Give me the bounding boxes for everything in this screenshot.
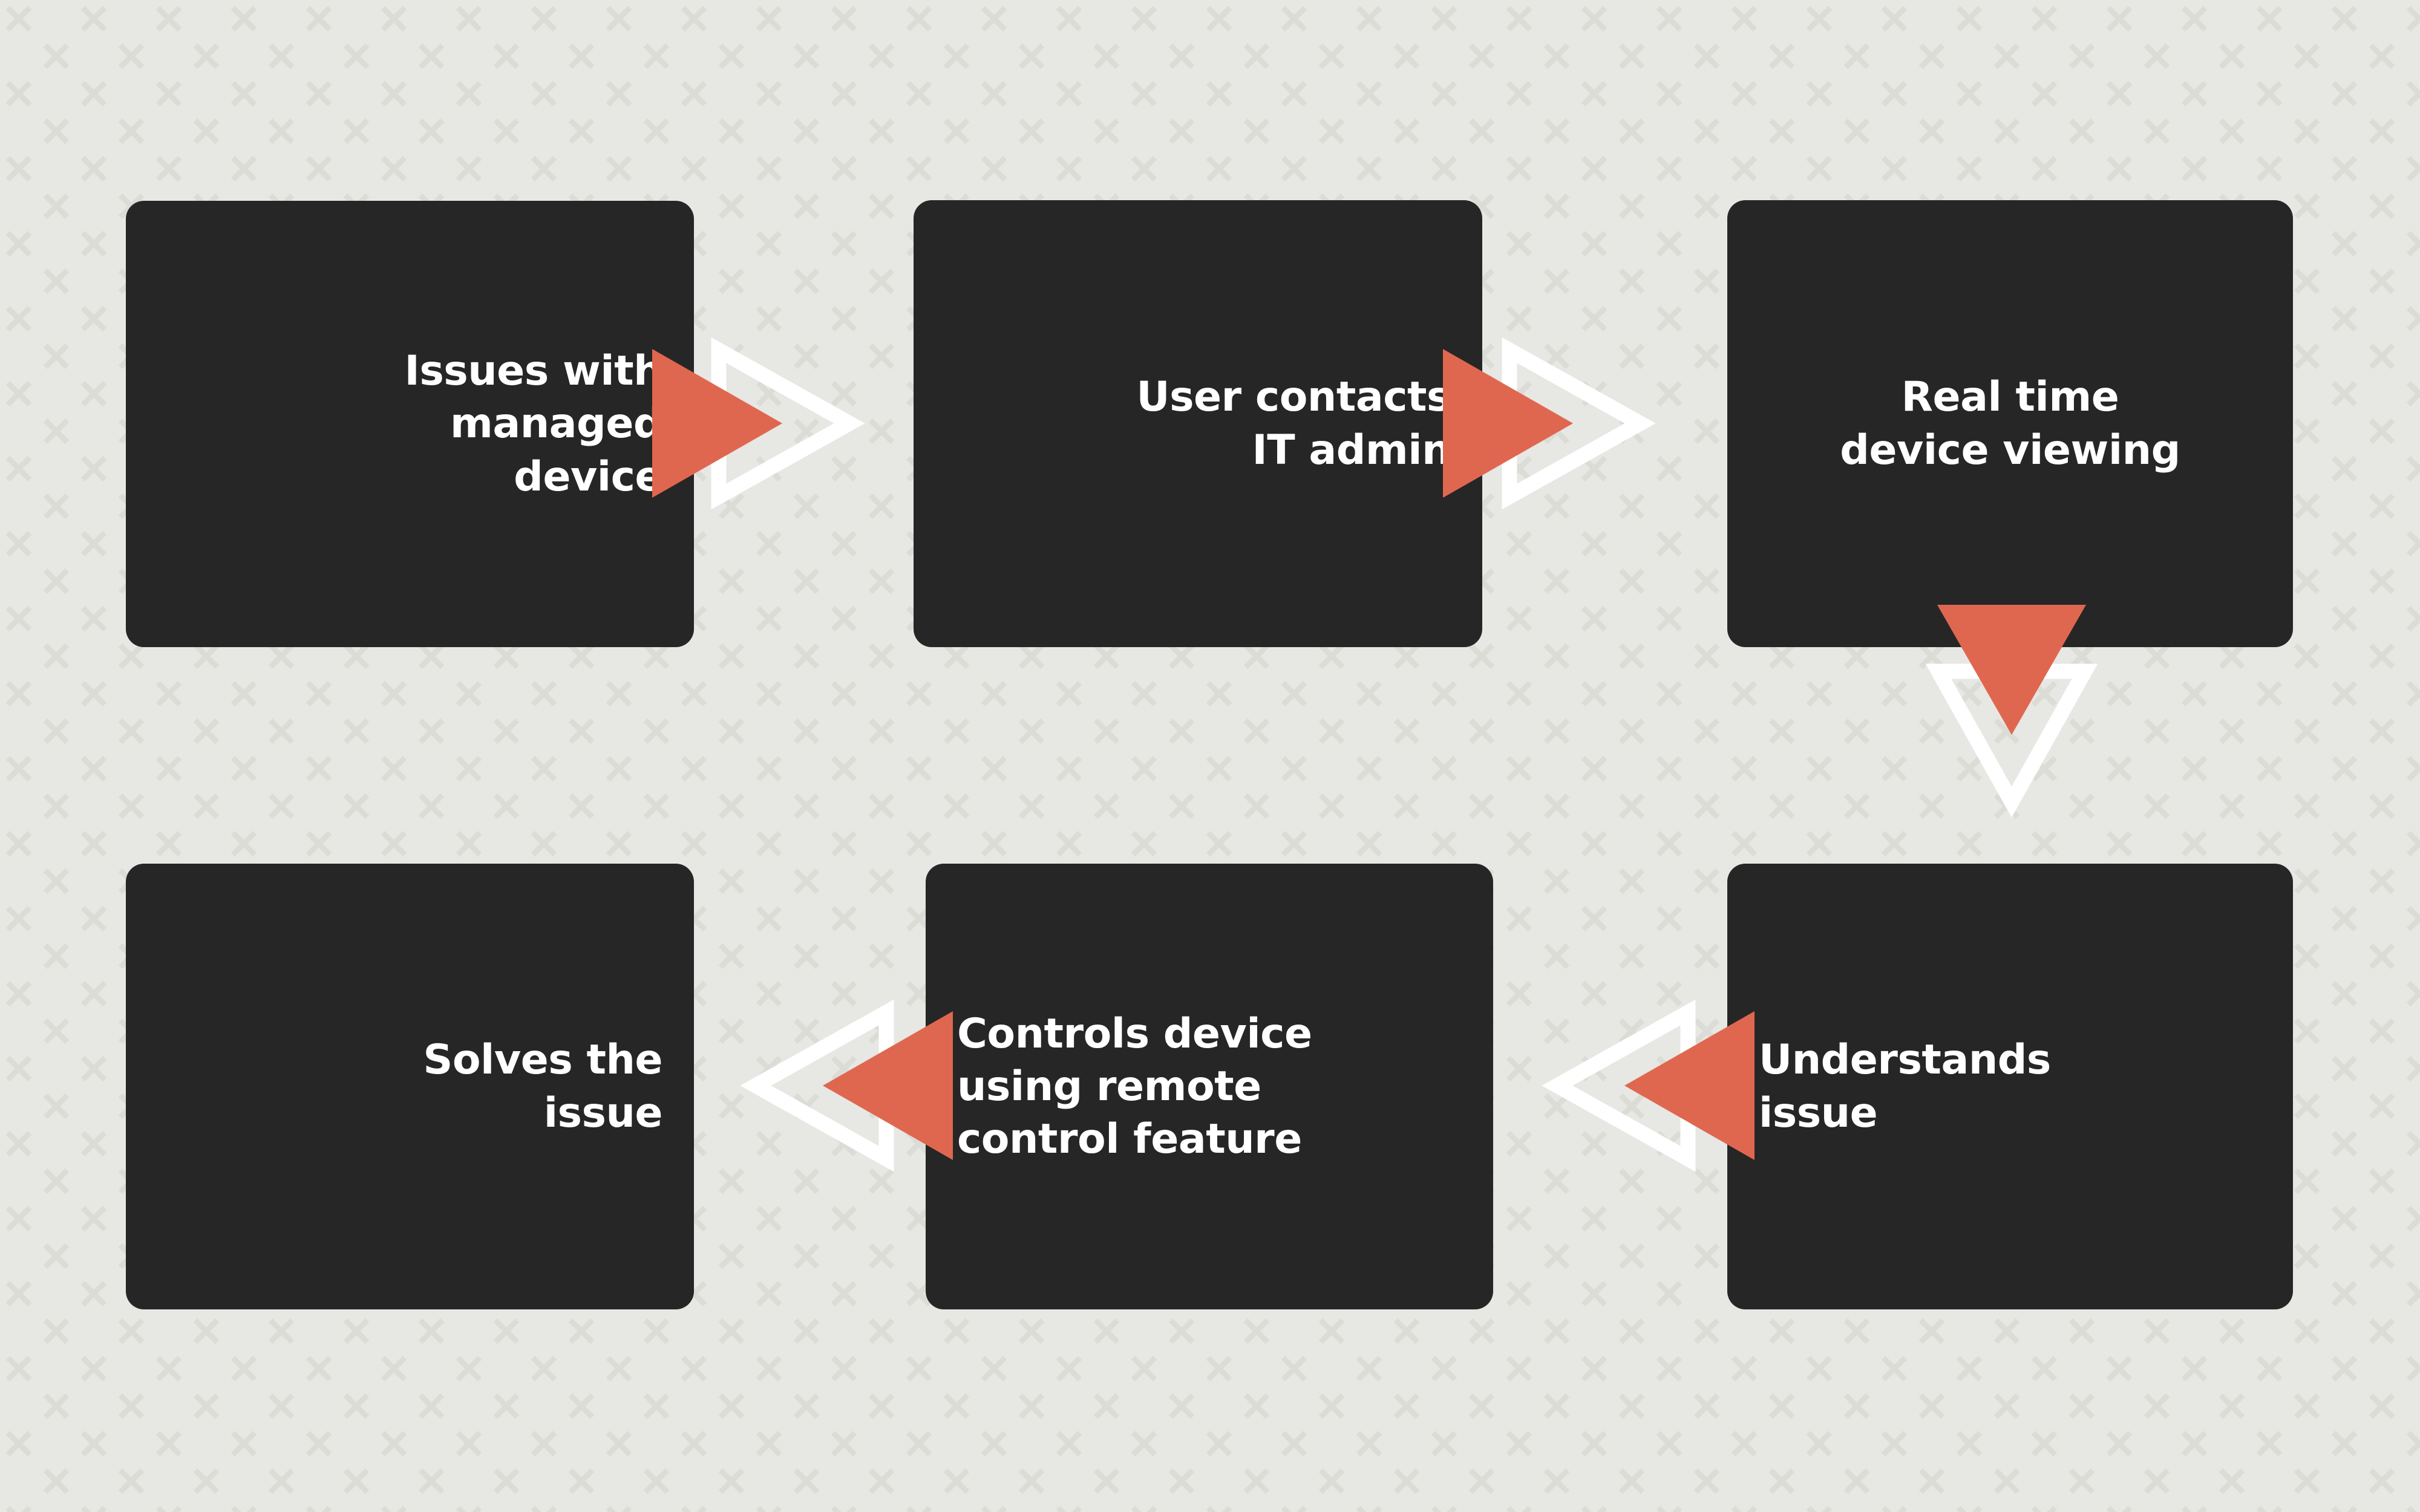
connector-arrow-left-2 [740,999,953,1172]
arrow-down-icon [1925,663,2098,818]
flow-node-controls-device-using-remote-control-feature[interactable]: Controls device using remote control fea… [926,864,1493,1309]
arrow-right-icon [1502,337,1656,510]
flow-node-solves-the-issue[interactable]: Solves the issue [126,864,694,1309]
flow-node-issues-with-managed-device[interactable]: Issues with managed device [126,201,694,647]
flow-node-label: Solves the issue [423,1036,662,1137]
flow-node-label: Real time device viewing [1840,373,2180,474]
connector-arrow-left-1 [1542,999,1754,1172]
flow-node-understands-issue[interactable]: Understands issue [1727,864,2293,1309]
flow-node-label: Controls device using remote control fea… [957,1009,1312,1164]
arrow-right-icon [711,337,865,510]
flow-node-label: User contacts IT admin [1136,373,1451,474]
flow-node-label: Issues with managed device [404,347,663,501]
flow-node-real-time-device-viewing[interactable]: Real time device viewing [1727,200,2293,647]
flow-node-label: Understands issue [1759,1036,2051,1137]
arrow-left-icon [1542,999,1696,1172]
arrow-left-icon [740,999,894,1172]
flow-node-user-contacts-it-admin[interactable]: User contacts IT admin [914,200,1482,647]
